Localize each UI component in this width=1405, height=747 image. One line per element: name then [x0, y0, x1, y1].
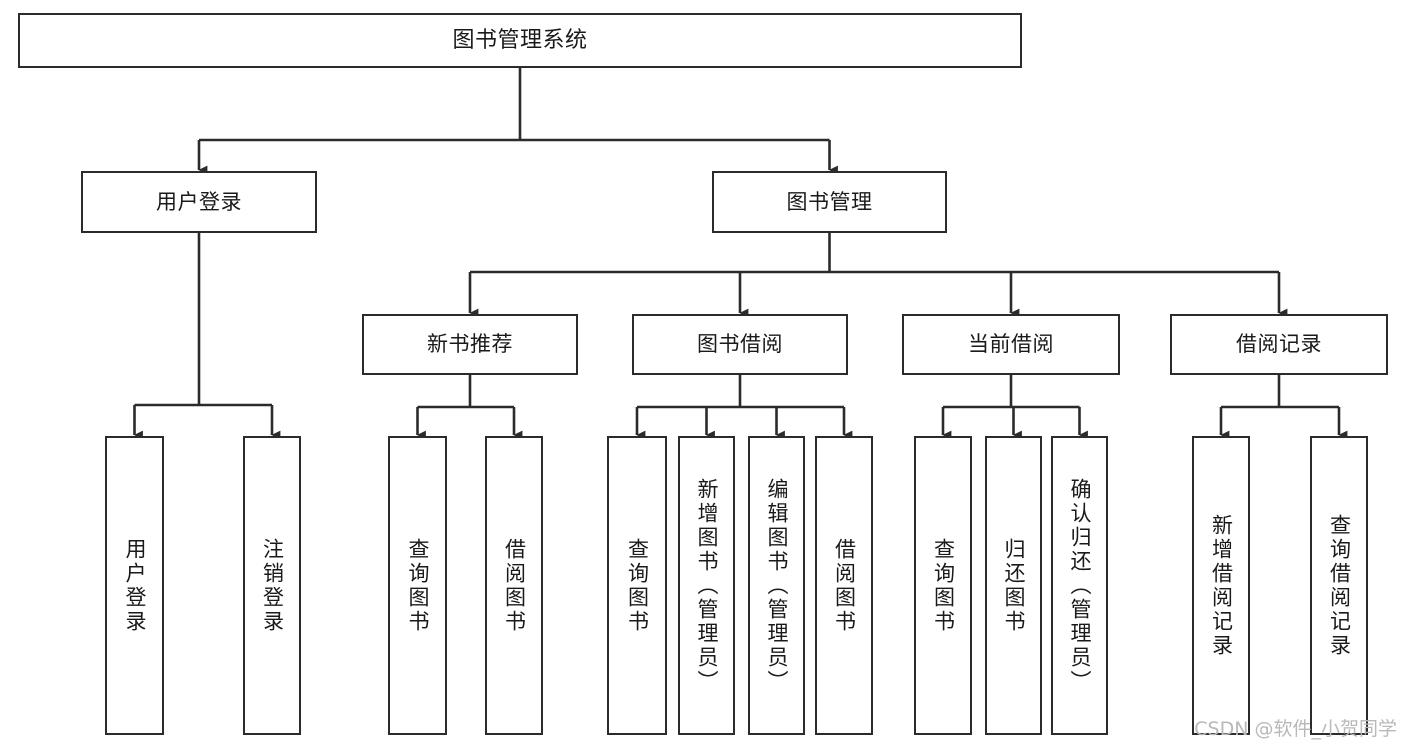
node-label: 用户登录 — [123, 537, 147, 634]
node-label: 当前借阅 — [968, 332, 1054, 357]
node-l3[interactable]: 查询图书 — [388, 436, 447, 735]
node-label: 查询借阅记录 — [1327, 513, 1352, 658]
node-label: 注销登录 — [260, 537, 285, 634]
node-l4[interactable]: 借阅图书 — [485, 436, 543, 735]
node-root[interactable]: 图书管理系统 — [18, 13, 1022, 68]
node-label: 新书推荐 — [427, 332, 513, 357]
node-l8[interactable]: 借阅图书 — [815, 436, 873, 735]
node-borrow[interactable]: 图书借阅 — [632, 314, 848, 375]
node-l6[interactable]: 新增图书（管理员） — [678, 436, 735, 735]
node-label: 确认归还（管理员） — [1068, 477, 1092, 694]
node-l13[interactable]: 查询借阅记录 — [1310, 436, 1368, 735]
node-records[interactable]: 借阅记录 — [1170, 314, 1388, 375]
node-label: 借阅图书 — [832, 537, 857, 634]
node-label: 图书管理 — [786, 189, 873, 214]
node-label: 借阅记录 — [1236, 332, 1322, 357]
node-l7[interactable]: 编辑图书（管理员） — [748, 436, 805, 735]
node-l12[interactable]: 新增借阅记录 — [1192, 436, 1250, 735]
node-label: 查询图书 — [406, 537, 430, 634]
node-label: 图书借阅 — [697, 332, 783, 357]
node-l2[interactable]: 注销登录 — [243, 436, 301, 735]
node-label: 新增图书（管理员） — [695, 477, 719, 694]
node-label: 新增借阅记录 — [1209, 513, 1234, 658]
node-label: 用户登录 — [156, 189, 242, 214]
node-l1[interactable]: 用户登录 — [105, 436, 164, 735]
node-l11[interactable]: 确认归还（管理员） — [1051, 436, 1108, 735]
node-label: 查询图书 — [931, 537, 956, 634]
node-label: 编辑图书（管理员） — [765, 477, 789, 694]
node-bookmgmt[interactable]: 图书管理 — [712, 171, 947, 233]
watermark-text: CSDN @软件_小贺同学 — [1194, 718, 1397, 740]
node-l9[interactable]: 查询图书 — [914, 436, 972, 735]
node-label: 借阅图书 — [502, 537, 527, 634]
edge-group — [133, 68, 1348, 440]
node-label: 查询图书 — [625, 537, 650, 634]
node-label: 归还图书 — [1002, 537, 1026, 634]
node-label: 图书管理系统 — [452, 27, 588, 53]
node-current[interactable]: 当前借阅 — [902, 314, 1120, 375]
node-newbook[interactable]: 新书推荐 — [362, 314, 578, 375]
node-login[interactable]: 用户登录 — [81, 171, 317, 233]
node-l10[interactable]: 归还图书 — [985, 436, 1042, 735]
node-l5[interactable]: 查询图书 — [607, 436, 667, 735]
